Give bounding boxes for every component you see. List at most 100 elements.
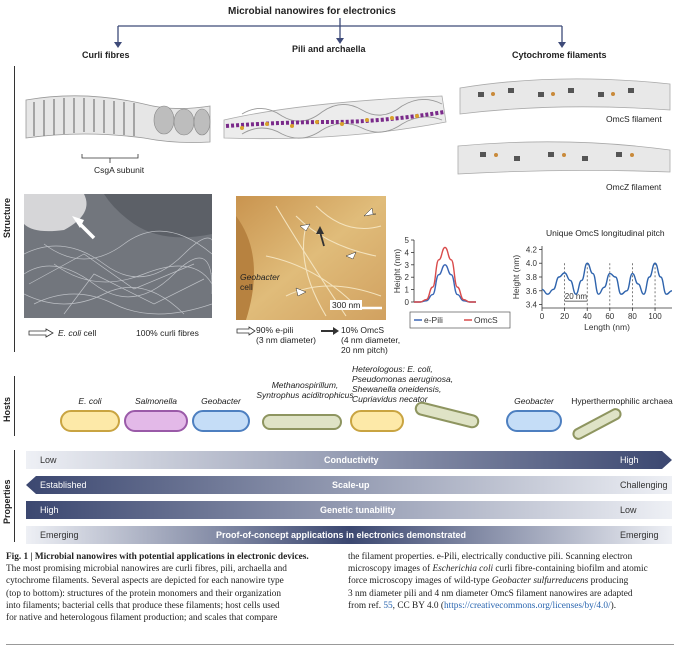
omcs-line1: 10% OmcS <box>341 325 384 335</box>
methano-line1: Methanospirillum, <box>271 380 339 390</box>
curli-percent-label: 100% curli fibres <box>136 328 199 338</box>
host-ecoli-cell <box>60 410 120 432</box>
epili-arrow-icon <box>236 326 256 336</box>
chart2-ytick-label: 3.4 <box>526 301 538 310</box>
ecoli-sem-image <box>24 194 212 318</box>
host-heterologous-rod-cell <box>413 400 481 430</box>
chart1-legend-label-0: e-Pili <box>424 315 443 325</box>
chart1-ytick-label: 5 <box>405 236 410 245</box>
ecoli-cell-suffix: cell <box>83 328 97 338</box>
caption-r4: 3 nm diameter pili and 4 nm diameter Omc… <box>348 588 633 599</box>
bar-conductivity-shape <box>26 451 672 469</box>
chart2-series-0 <box>541 262 673 295</box>
caption-license-link[interactable]: https://creativecommons.org/licenses/by/… <box>443 600 611 611</box>
proof-right: Emerging <box>620 530 659 540</box>
caption-l1: The most promising microbial nanowires a… <box>6 564 287 575</box>
host-hyper-label: Hyperthermophilic archaea <box>571 396 673 406</box>
chart2-xtick-label: 80 <box>628 312 637 321</box>
caption-l3: (top to bottom): structures of the prote… <box>6 588 282 599</box>
pili-structure-image <box>222 82 448 160</box>
host-salmonella-label: Salmonella <box>134 396 178 406</box>
caption-fig-title: Fig. 1 | Microbial nanowires with potent… <box>6 552 309 562</box>
chart2-xtick-label: 0 <box>540 312 545 321</box>
pitch-chart-title: Unique OmcS longitudinal pitch <box>546 228 665 238</box>
structure-bracket <box>14 66 15 352</box>
chart2-ytick-label: 4.2 <box>526 245 538 254</box>
conductivity-title: Conductivity <box>324 455 379 465</box>
host-heterologous-ecoli-cell <box>350 410 404 432</box>
caption-left: Fig. 1 | Microbial nanowires with potent… <box>6 551 338 624</box>
chart1-ytick-label: 3 <box>405 261 410 270</box>
properties-bracket <box>14 450 15 542</box>
chart1-legend <box>409 311 511 329</box>
column-curli: Curli fibres <box>82 50 130 60</box>
ecoli-arrow-icon <box>28 328 54 338</box>
geobacter-italic: Geobacter <box>240 272 280 282</box>
omcs-filament-label: OmcS filament <box>606 114 662 124</box>
genetic-low: Low <box>620 505 637 515</box>
chart1-legend-label-1: OmcS <box>474 315 498 325</box>
chart1-series-0 <box>414 264 476 303</box>
chart2-ytick-label: 3.6 <box>526 287 538 296</box>
caption-r3a: force microscopy images of wild-type <box>348 576 492 587</box>
caption-l4: into filaments; bacterial cells that pro… <box>6 600 280 611</box>
caption-r5b: , CC BY 4.0 ( <box>392 600 444 611</box>
geobacter-cell-suffix: cell <box>240 282 253 292</box>
csga-label: CsgA subunit <box>94 165 145 175</box>
conductivity-low: Low <box>40 455 57 465</box>
omcz-filament-label: OmcZ filament <box>606 182 662 192</box>
caption-l2: cytochrome filaments. Several aspects ar… <box>6 576 284 587</box>
omcz-structure-image <box>456 128 672 184</box>
bar-proof-shape <box>26 526 672 544</box>
row-label-hosts: Hosts <box>2 396 12 422</box>
caption-ref-link[interactable]: 55 <box>383 600 393 611</box>
chart2-xtick-label: 60 <box>605 312 614 321</box>
caption-r1: the filament properties. e-Pili, electri… <box>348 552 633 562</box>
csga-bracket <box>81 154 139 163</box>
chart1-ytick-label: 1 <box>405 286 410 295</box>
caption-r2b: Escherichia coli <box>432 564 494 575</box>
chart2-xlabel: Length (nm) <box>584 322 630 332</box>
host-salmonella-cell <box>124 410 188 432</box>
caption-right: the filament properties. e-Pili, electri… <box>348 551 678 612</box>
column-cyto: Cytochrome filaments <box>512 50 607 60</box>
host-methano-label: Methanospirillum, Syntrophus aciditrophi… <box>246 380 364 400</box>
chart1-ytick-label: 0 <box>405 298 410 307</box>
caption-r3b: Geobacter sulfurreducens <box>491 576 589 587</box>
ecoli-cell-label: E. coli cell <box>58 328 96 338</box>
curli-fibre-structure-image <box>24 90 212 148</box>
host-geobacter2-label: Geobacter <box>514 396 554 406</box>
caption-r2a: microscopy images of <box>348 564 433 575</box>
row-label-structure: Structure <box>2 197 12 238</box>
chart2-ytick-label: 3.8 <box>526 273 538 282</box>
chart2-xtick-label: 20 <box>560 312 569 321</box>
bar-genetic-shape <box>26 501 672 519</box>
genetic-high: High <box>40 505 59 515</box>
hetero-line1: Heterologous: E. coli, <box>352 364 433 374</box>
proof-title: Proof-of-concept applications in electro… <box>216 530 467 540</box>
caption-r5a: from ref. <box>348 600 384 611</box>
chart1-ytick-label: 2 <box>405 273 410 282</box>
hetero-line2: Pseudomonas aeruginosa, <box>352 374 454 384</box>
host-geobacter-cell <box>192 410 250 432</box>
bottom-rule <box>6 644 674 645</box>
omcs-arrow-icon <box>321 327 339 335</box>
chart1-ytick-label: 4 <box>405 248 410 257</box>
host-heterologous-label: Heterologous: E. coli, Pseudomonas aerug… <box>352 364 462 404</box>
omcs-line3: 20 nm pitch) <box>341 345 388 355</box>
conductivity-high: High <box>620 455 639 465</box>
host-ecoli-label: E. coli <box>78 396 102 406</box>
proof-left: Emerging <box>40 530 79 540</box>
host-geobacter-label: Geobacter <box>201 396 241 406</box>
hetero-line4: Cupriavidus necator <box>352 394 428 404</box>
scaleup-challenging: Challenging <box>620 480 668 490</box>
tree-connectors <box>114 18 566 48</box>
caption-r2c: curli fibre-containing biofilm and atomi… <box>493 564 648 575</box>
caption-r3c: producing <box>588 576 629 587</box>
chart1-ylabel: Height (nm) <box>392 249 402 294</box>
hetero-line3: Shewanella oneidensis, <box>352 384 442 394</box>
geobacter-cell-label: Geobacter cell <box>240 272 280 292</box>
epili-description: 90% e-pili (3 nm diameter) <box>256 325 316 345</box>
